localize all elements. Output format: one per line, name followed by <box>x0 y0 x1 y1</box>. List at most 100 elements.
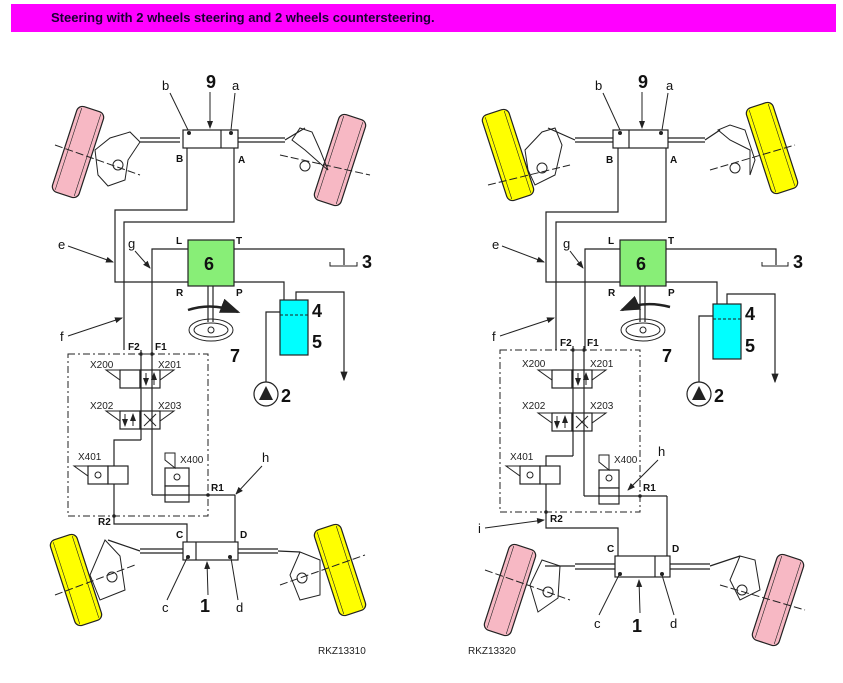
port-F1: F1 <box>155 342 167 353</box>
label-e: e <box>58 237 65 252</box>
front-left-knuckle <box>94 131 141 187</box>
title-banner: Steering with 2 wheels steering and 2 wh… <box>11 4 836 32</box>
rear-right-knuckle <box>289 551 321 601</box>
page-title: Steering with 2 wheels steering and 2 wh… <box>51 10 435 25</box>
port-L: L <box>176 236 182 247</box>
valve-x200 <box>551 369 573 389</box>
hose-f <box>123 148 235 350</box>
valve-x401 <box>519 465 541 485</box>
label-2: 2 <box>281 386 291 406</box>
label-b: b <box>595 78 602 93</box>
valve-block <box>67 353 209 517</box>
port-F2: F2 <box>128 342 140 353</box>
label-9: 9 <box>638 72 648 92</box>
port-F2: F2 <box>560 338 572 349</box>
hose-e <box>545 148 620 283</box>
front-right-wheel <box>312 112 368 208</box>
label-h: h <box>262 450 269 465</box>
valve-x401-label: X401 <box>78 452 102 463</box>
valve-x201-label: X201 <box>158 360 182 371</box>
port-R: R <box>176 288 184 299</box>
figure-caption-right: RKZ13320 <box>468 646 516 657</box>
rear-left-wheel <box>48 532 104 628</box>
label-g: g <box>128 236 135 251</box>
port-B: B <box>176 154 183 165</box>
label-4: 4 <box>745 304 755 324</box>
label-4: 4 <box>312 301 322 321</box>
valve-x201 <box>571 369 593 389</box>
front-cylinder-9 <box>182 129 239 149</box>
valve-x201 <box>139 369 161 389</box>
valve-x401 <box>87 465 109 485</box>
label-i: i <box>478 521 481 536</box>
front-right-knuckle <box>291 127 329 171</box>
valve-x401-label: X401 <box>510 452 534 463</box>
hose-f <box>555 148 667 350</box>
valve-x202-label: X202 <box>90 401 114 412</box>
tank-5 <box>712 303 742 360</box>
label-f: f <box>492 329 496 344</box>
label-d: d <box>670 616 677 631</box>
label-9: 9 <box>206 72 216 92</box>
port-C: C <box>607 544 614 555</box>
valve-x202-label: X202 <box>522 401 546 412</box>
port-R1: R1 <box>211 483 224 494</box>
steering-wheel-7-icon <box>620 318 666 342</box>
label-e: e <box>492 237 499 252</box>
hose-g <box>584 248 620 350</box>
label-b: b <box>162 78 169 93</box>
pump-2-icon <box>253 381 279 407</box>
port-R1: R1 <box>643 483 656 494</box>
front-left-wheel <box>50 104 106 200</box>
front-right-pivot-icon <box>299 160 311 172</box>
rear-left-knuckle <box>529 559 561 613</box>
label-c: c <box>594 616 601 631</box>
valve-x202 <box>551 412 573 432</box>
label-g: g <box>563 236 570 251</box>
return-3-symbol <box>329 262 358 267</box>
pump-2-icon <box>686 381 712 407</box>
valve-x200 <box>119 369 141 389</box>
tank-5 <box>279 299 309 356</box>
label-d: d <box>236 600 243 615</box>
valve-x202 <box>119 410 141 430</box>
port-L: L <box>608 236 614 247</box>
port-R2: R2 <box>98 517 111 528</box>
port-T: T <box>668 236 674 247</box>
port-D: D <box>240 530 247 541</box>
return-3-symbol <box>761 262 789 267</box>
label-7: 7 <box>230 346 240 366</box>
label-6: 6 <box>204 254 214 274</box>
front-left-knuckle <box>524 127 563 186</box>
valve-x203-label: X203 <box>590 401 614 412</box>
port-C: C <box>176 530 183 541</box>
front-right-wheel <box>744 100 800 196</box>
valve-x400 <box>164 467 190 487</box>
rear-right-knuckle <box>729 555 761 601</box>
label-a: a <box>232 78 240 93</box>
hose-g <box>151 248 188 350</box>
rear-left-wheel <box>482 542 538 638</box>
port-R: R <box>608 288 616 299</box>
valve-x201-label: X201 <box>590 359 614 370</box>
port-T: T <box>236 236 242 247</box>
label-f: f <box>60 329 64 344</box>
diagram-left: 9 b a B A 6 L T R P 3 7 4 <box>48 72 372 657</box>
steering-unit-6 <box>187 239 235 287</box>
label-3: 3 <box>793 252 803 272</box>
valve-x400-label: X400 <box>614 455 638 466</box>
label-1: 1 <box>200 596 210 616</box>
figure-caption-left: RKZ13310 <box>318 646 366 657</box>
label-3: 3 <box>362 252 372 272</box>
valve-x203-label: X203 <box>158 401 182 412</box>
port-D: D <box>672 544 679 555</box>
label-5: 5 <box>745 336 755 356</box>
label-h: h <box>658 444 665 459</box>
rear-cylinder-1 <box>182 541 239 561</box>
label-1: 1 <box>632 616 642 636</box>
valve-x400 <box>598 469 620 489</box>
rear-cylinder-1 <box>614 555 671 578</box>
valve-x400-label: X400 <box>180 455 204 466</box>
port-B: B <box>606 155 613 166</box>
